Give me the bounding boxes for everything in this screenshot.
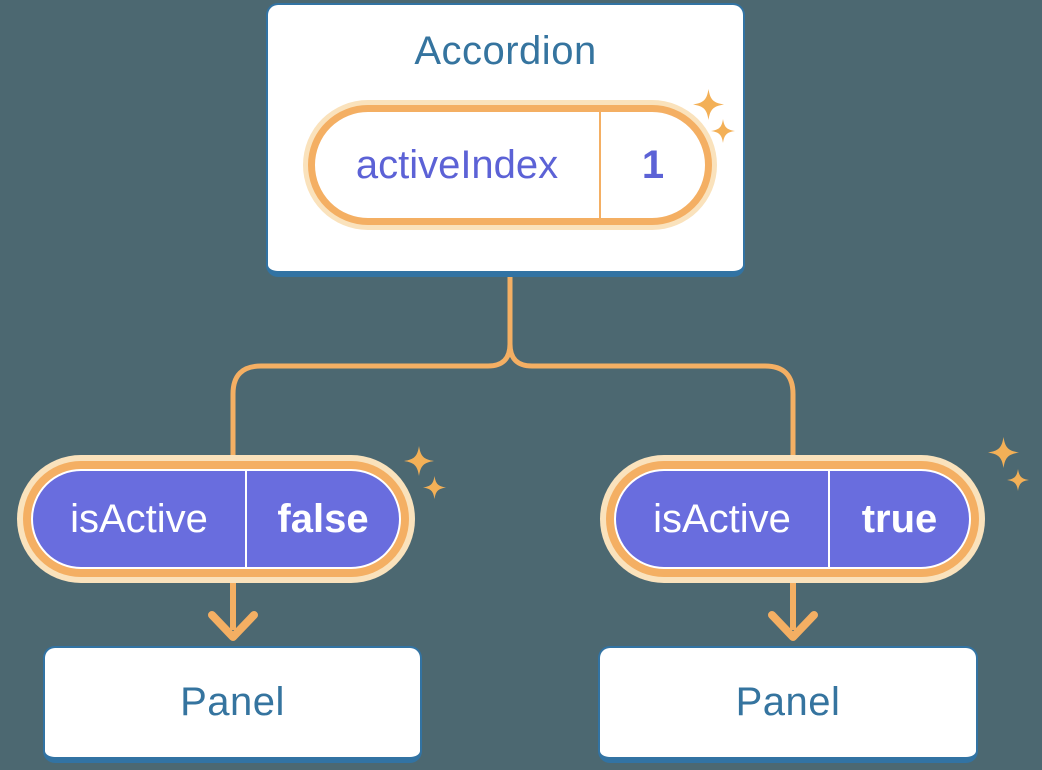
branch-line-right <box>507 268 796 456</box>
sparkle-icon <box>693 89 724 120</box>
sparkle-icon <box>404 446 434 476</box>
state-value: 1 <box>641 142 665 187</box>
state-name: activeIndex <box>355 142 559 187</box>
prop-pill-isactive-false: isActive false <box>31 469 401 569</box>
panel-card-right: Panel <box>598 646 978 763</box>
arrow-right-head <box>768 611 818 641</box>
prop-value: true <box>861 496 938 541</box>
pill-divider <box>599 112 601 218</box>
accordion-title: Accordion <box>414 29 597 73</box>
prop-name: isActive <box>653 496 791 541</box>
state-pill: activeIndex 1 <box>308 105 712 225</box>
branch-line-left <box>230 268 513 456</box>
panel-title: Panel <box>180 680 285 724</box>
accordion-card: Accordion activeIndex 1 <box>266 3 745 277</box>
sparkle-icon <box>1007 469 1029 491</box>
arrow-left-head <box>208 611 258 641</box>
sparkle-icon <box>988 437 1019 468</box>
panel-card-left: Panel <box>43 646 422 763</box>
sparkle-icon <box>423 476 446 499</box>
panel-title: Panel <box>735 680 841 724</box>
pill-divider <box>828 471 830 567</box>
prop-value: false <box>277 496 369 541</box>
sparkle-icon <box>711 119 735 143</box>
prop-name: isActive <box>70 496 208 541</box>
pill-divider <box>245 471 247 567</box>
prop-pill-isactive-true: isActive true <box>614 469 971 569</box>
